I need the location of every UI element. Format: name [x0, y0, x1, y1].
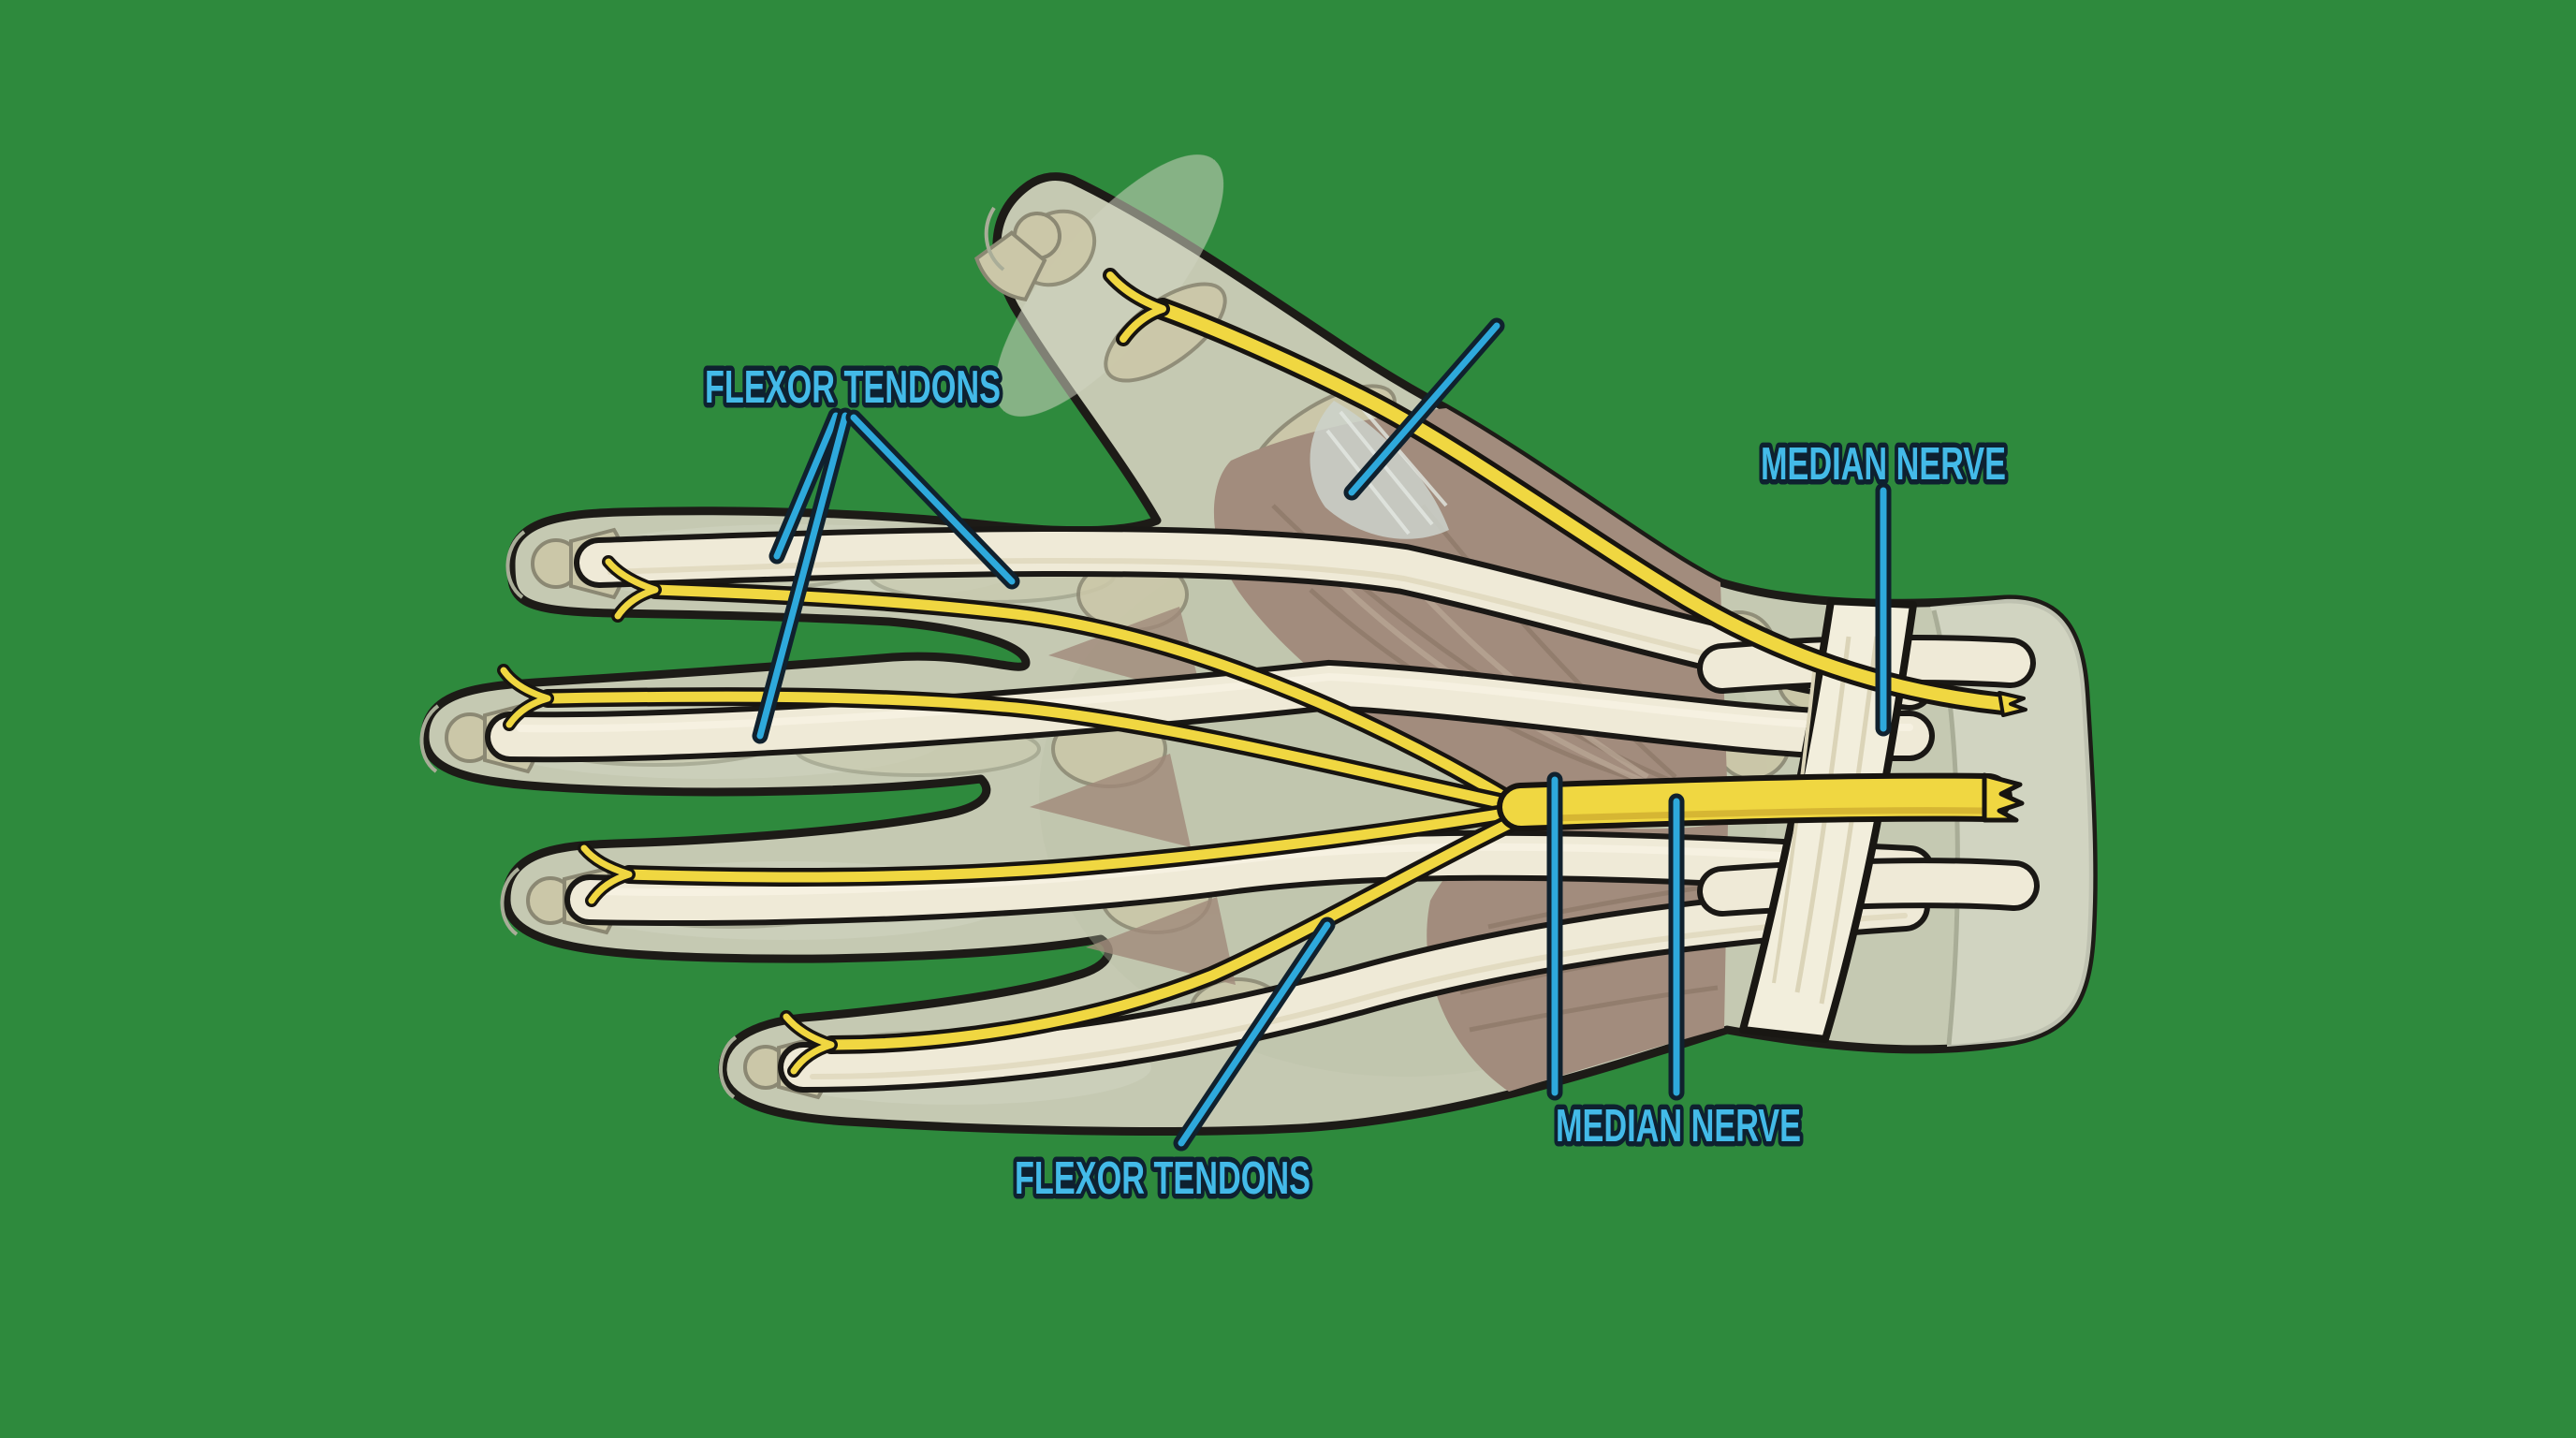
label-flexor-tendons-top: FLEXOR TENDONS — [705, 362, 1001, 413]
label-flexor-tendons-bottom: FLEXOR TENDONS — [1015, 1153, 1310, 1204]
pinky-tendon — [778, 881, 1930, 1093]
leader-line-flexor-tendons-bottom — [1173, 917, 1336, 1152]
leader-line-unlabeled-thumb — [1343, 317, 1505, 501]
median-nerve — [497, 268, 2027, 1078]
interossei-muscles — [1030, 607, 1236, 985]
nerve-cut-end — [1982, 772, 2025, 823]
leader-lines — [752, 317, 1892, 1152]
labels: FLEXOR TENDONS MEDIAN NERVE MEDIAN NERVE… — [700, 358, 2012, 1210]
label-median-nerve-top: MEDIAN NERVE — [1761, 439, 2006, 490]
leader-line-flexor-tendons-top-a — [768, 407, 844, 565]
median-nerve-trunk — [1497, 691, 2027, 831]
label-median-nerve-bottom: MEDIAN NERVE — [1556, 1101, 1801, 1152]
leader-line-flexor-tendons-top-b — [752, 407, 854, 744]
hand-illustration — [419, 154, 2098, 1137]
digital-nerve-branches — [497, 555, 1533, 1078]
leader-line-flexor-tendons-top-c — [845, 409, 1020, 590]
fingertip-pad-lines — [419, 206, 1005, 1099]
nerve-branch-cut-end — [1998, 691, 2027, 717]
